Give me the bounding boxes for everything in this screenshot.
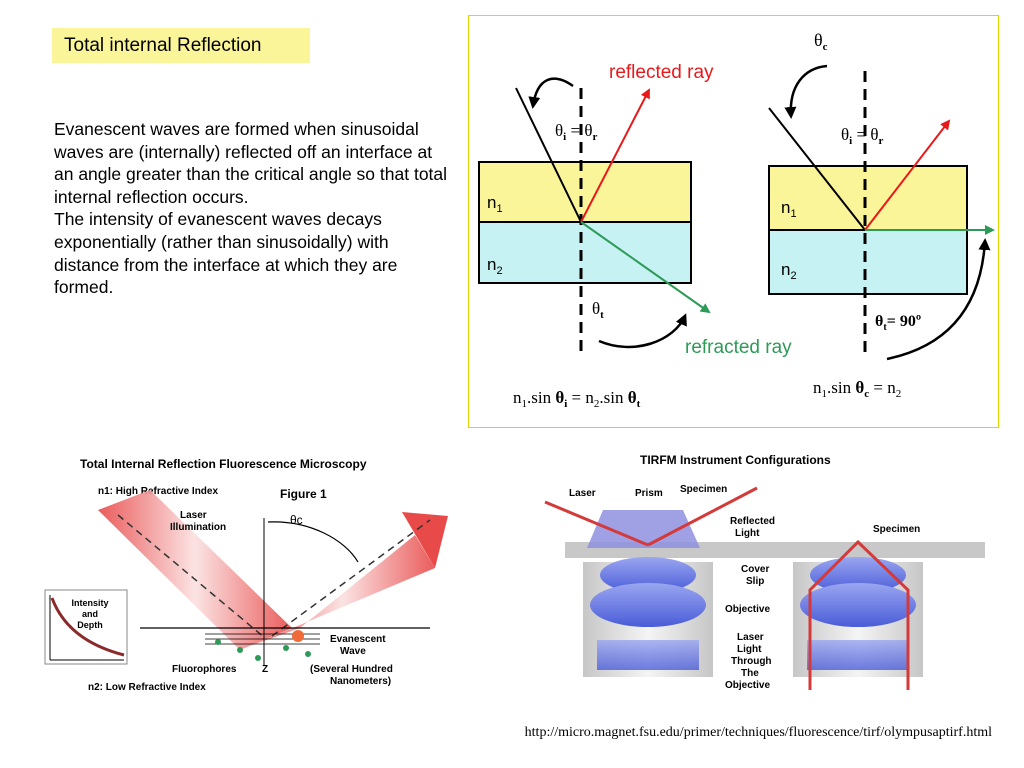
fluorophore xyxy=(255,655,261,661)
evanescent-label-2: Wave xyxy=(340,646,366,657)
laser-through-label-3: Through xyxy=(731,656,772,667)
medium-n2-right xyxy=(768,229,968,295)
refraction-angle-arrow-left xyxy=(598,313,687,349)
theta-t-90-label: θt= 90º xyxy=(875,313,921,333)
figure2-specimen2-label: Specimen xyxy=(873,524,920,535)
laser-label-line2: Illumination xyxy=(170,522,226,533)
cover-slip-label-2: Slip xyxy=(746,576,764,587)
figure2-title: TIRFM Instrument Configurations xyxy=(640,453,831,467)
excited-fluorophore xyxy=(292,630,304,642)
cover-slip-label-1: Cover xyxy=(741,564,769,575)
n1-label-left: n1 xyxy=(487,193,503,215)
angle-label-right: θi = θr xyxy=(841,125,883,147)
laser-through-label-1: Laser xyxy=(737,632,764,643)
inset-label-3: Depth xyxy=(77,620,103,630)
reflected-ray-right xyxy=(864,119,951,231)
incident-angle-arrow-left xyxy=(528,77,574,109)
left-objective xyxy=(583,557,713,677)
tir-diagram-canvas: reflected ray refracted ray θi = θr n1 n… xyxy=(478,30,995,410)
fluorophore xyxy=(237,647,243,653)
slide-title: Total internal Reflection xyxy=(52,28,310,63)
figure1-theta-c: θc xyxy=(290,513,303,527)
figure1-n2-label: n2: Low Refractive Index xyxy=(88,682,206,693)
fluorophore xyxy=(305,651,311,657)
fluorophores-label: Fluorophores xyxy=(172,664,237,675)
incident-ray-left xyxy=(515,87,582,223)
laser-through-label-4: The xyxy=(741,668,759,679)
laser-label-line1: Laser xyxy=(180,510,207,521)
figure2-laser-label: Laser xyxy=(569,488,596,499)
prism xyxy=(587,510,700,548)
paragraph-evanescent-formation: Evanescent waves are formed when sinusoi… xyxy=(54,119,448,207)
snell-formula: n1.sin θi = n2.sin θt xyxy=(513,388,641,410)
n2-label-right: n2 xyxy=(781,260,797,282)
angle-label-left: θi = θr xyxy=(555,121,597,143)
laser-through-label-2: Light xyxy=(737,644,762,655)
reflected-beam xyxy=(250,512,448,646)
laser-through-label-5: Objective xyxy=(725,680,770,691)
fluorophore xyxy=(215,639,221,645)
theta-c-label: θc xyxy=(814,30,828,53)
n1-label-right: n1 xyxy=(781,198,797,220)
theta-t-label-left: θt xyxy=(592,299,604,321)
evanescent-label-1: Evanescent xyxy=(330,634,386,645)
reflected-ray-label: reflected ray xyxy=(609,62,714,83)
medium-n1-left xyxy=(478,161,692,223)
inset-label-2: and xyxy=(82,609,98,619)
body-text: Evanescent waves are formed when sinusoi… xyxy=(54,118,449,299)
angle-90-arrow-right xyxy=(886,238,991,361)
paragraph-evanescent-decay: The intensity of evanescent waves decays… xyxy=(54,209,398,298)
tirfm-figure: Total Internal Reflection Fluorescence M… xyxy=(44,457,448,693)
reflected-beam-out xyxy=(647,486,758,547)
figure2-specimen-label: Specimen xyxy=(680,484,727,495)
intensity-depth-inset xyxy=(44,589,128,665)
reflected-light-label-2: Light xyxy=(735,528,760,539)
figure1-critical-angle-arc xyxy=(267,521,359,563)
tir-diagram: reflected ray refracted ray θi = θr n1 n… xyxy=(468,15,999,428)
critical-angle-arrow-right xyxy=(784,64,828,119)
n2-label-left: n2 xyxy=(487,255,503,277)
objective-laser-path xyxy=(808,539,910,690)
tirfm-instrument-figure: TIRFM Instrument Configurations Laser Pr… xyxy=(544,453,985,691)
laser-beam-in xyxy=(544,500,649,547)
medium-n2-left xyxy=(478,221,692,284)
right-objective xyxy=(793,557,923,677)
incident-ray-right xyxy=(768,107,866,231)
refracted-ray-left xyxy=(580,221,711,314)
incident-beam xyxy=(98,490,292,650)
fluorophore xyxy=(283,645,289,651)
refracted-ray-label: refracted ray xyxy=(685,337,792,358)
inset-label-1: Intensity xyxy=(71,598,108,608)
z-axis-label: Z xyxy=(262,664,268,675)
nanometers-label-1: (Several Hundred xyxy=(310,664,393,675)
reflected-light-label-1: Reflected xyxy=(730,516,775,527)
reflected-ray-left xyxy=(580,88,650,223)
figure1-label: Figure 1 xyxy=(280,487,327,501)
figure1-n1-label: n1: High Refractive Index xyxy=(98,486,218,497)
nanometers-label-2: Nanometers) xyxy=(330,676,391,687)
figure1-title: Total Internal Reflection Fluorescence M… xyxy=(80,457,367,471)
source-url[interactable]: http://micro.magnet.fsu.edu/primer/techn… xyxy=(524,725,992,740)
medium-n1-right xyxy=(768,165,968,231)
objective-label: Objective xyxy=(725,604,770,615)
figure2-prism-label: Prism xyxy=(635,488,663,499)
critical-formula: n1.sin θc = n2 xyxy=(813,378,901,400)
